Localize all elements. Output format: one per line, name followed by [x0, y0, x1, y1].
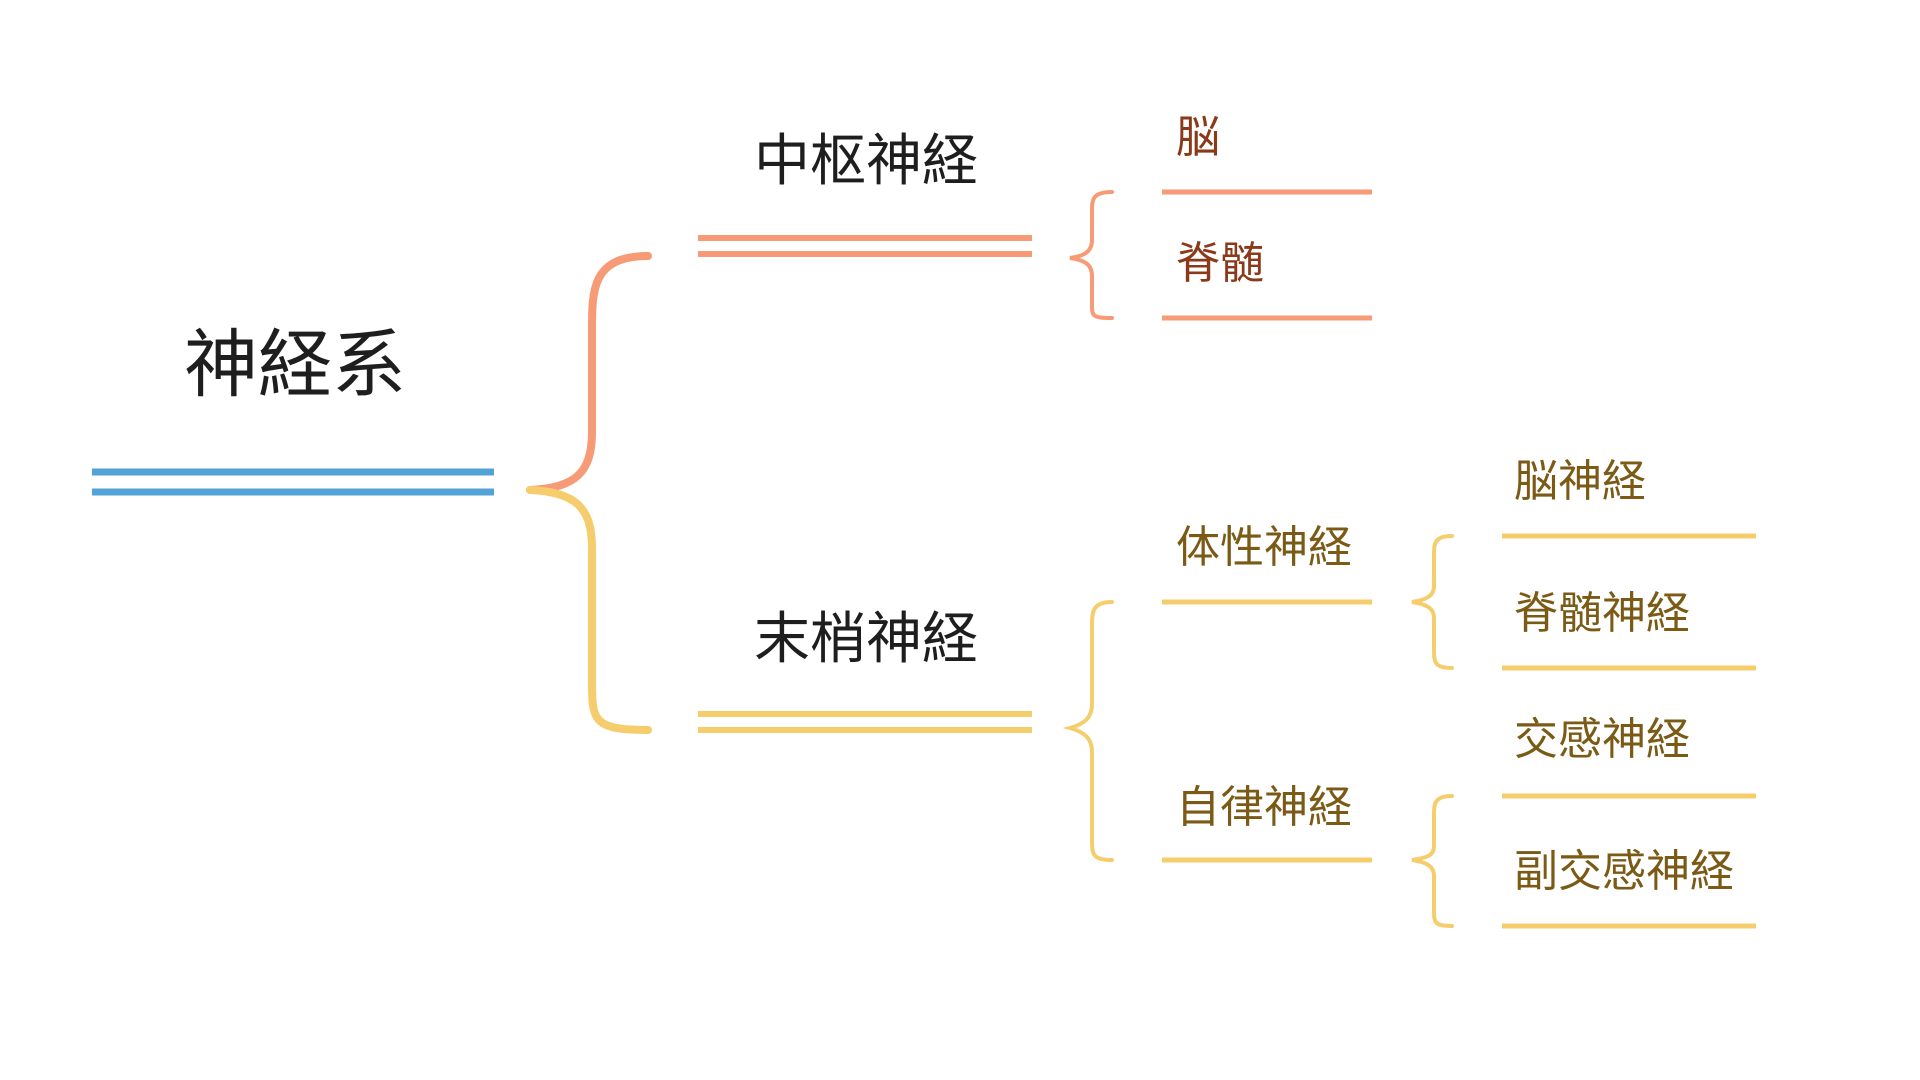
- spinal-nerve-label: 脊髄神経: [1514, 588, 1690, 639]
- root-label-nervous-system: 神経系: [184, 322, 406, 408]
- root-brace-lower: [526, 486, 652, 734]
- peripheral-brace: [1062, 600, 1114, 862]
- autonomic-brace: [1411, 794, 1454, 928]
- spinal-cord-label: 脊髄: [1176, 238, 1264, 289]
- brain-label: 脳: [1176, 112, 1220, 163]
- autonomic-nerve-label: 自律神経: [1176, 782, 1352, 833]
- somatic-nerve-label: 体性神経: [1176, 522, 1352, 573]
- central-nervous-label: 中枢神経: [754, 129, 978, 194]
- cranial-nerve-label: 脳神経: [1514, 456, 1646, 507]
- root-brace-upper: [526, 252, 652, 494]
- central-brace: [1069, 190, 1114, 320]
- root-underline: [92, 468, 494, 496]
- peripheral-nervous-label: 末梢神経: [754, 607, 978, 672]
- somatic-brace: [1411, 534, 1454, 670]
- peripheral-underline: [698, 711, 1032, 733]
- sympathetic-nerve-label: 交感神経: [1514, 714, 1690, 765]
- parasympathetic-nerve-label: 副交感神経: [1514, 846, 1734, 897]
- central-underline: [698, 235, 1032, 257]
